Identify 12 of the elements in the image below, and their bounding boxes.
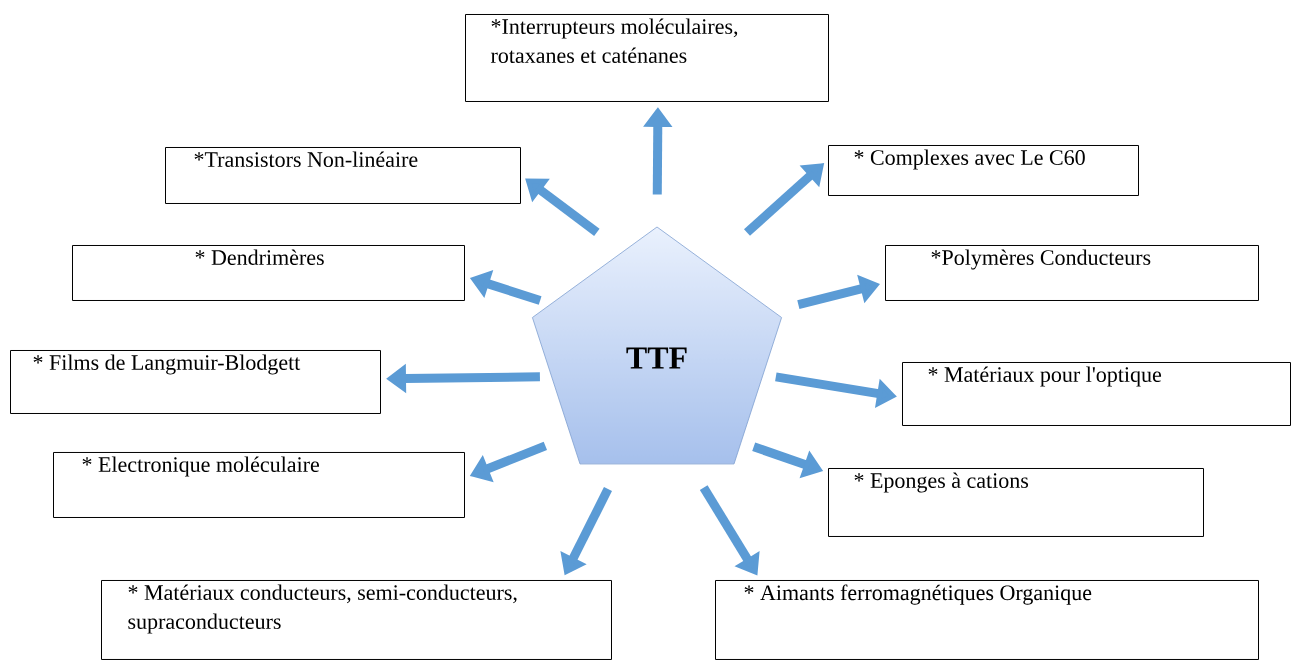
- category-box: *Transistors Non-linéaire: [165, 147, 521, 204]
- category-box: * Matériaux conducteurs, semi-conducteurs, supraconducteurs: [101, 580, 612, 660]
- category-box: * Electronique moléculaire: [53, 452, 465, 518]
- category-box: * Aimants ferromagnétiques Organique: [715, 580, 1259, 660]
- category-box: * Matériaux pour l'optique: [902, 362, 1291, 426]
- category-box: *Interrupteurs moléculaires, rotaxanes et caténanes: [465, 14, 829, 102]
- category-box: * Eponges à cations: [828, 468, 1204, 537]
- category-box: *Polymères Conducteurs: [885, 245, 1259, 301]
- category-box: * Films de Langmuir-Blodgett: [10, 350, 381, 414]
- category-box: * Dendrimères: [72, 245, 465, 301]
- pentagon: TTF: [532, 226, 782, 465]
- category-box: * Complexes avec Le C60: [828, 145, 1139, 196]
